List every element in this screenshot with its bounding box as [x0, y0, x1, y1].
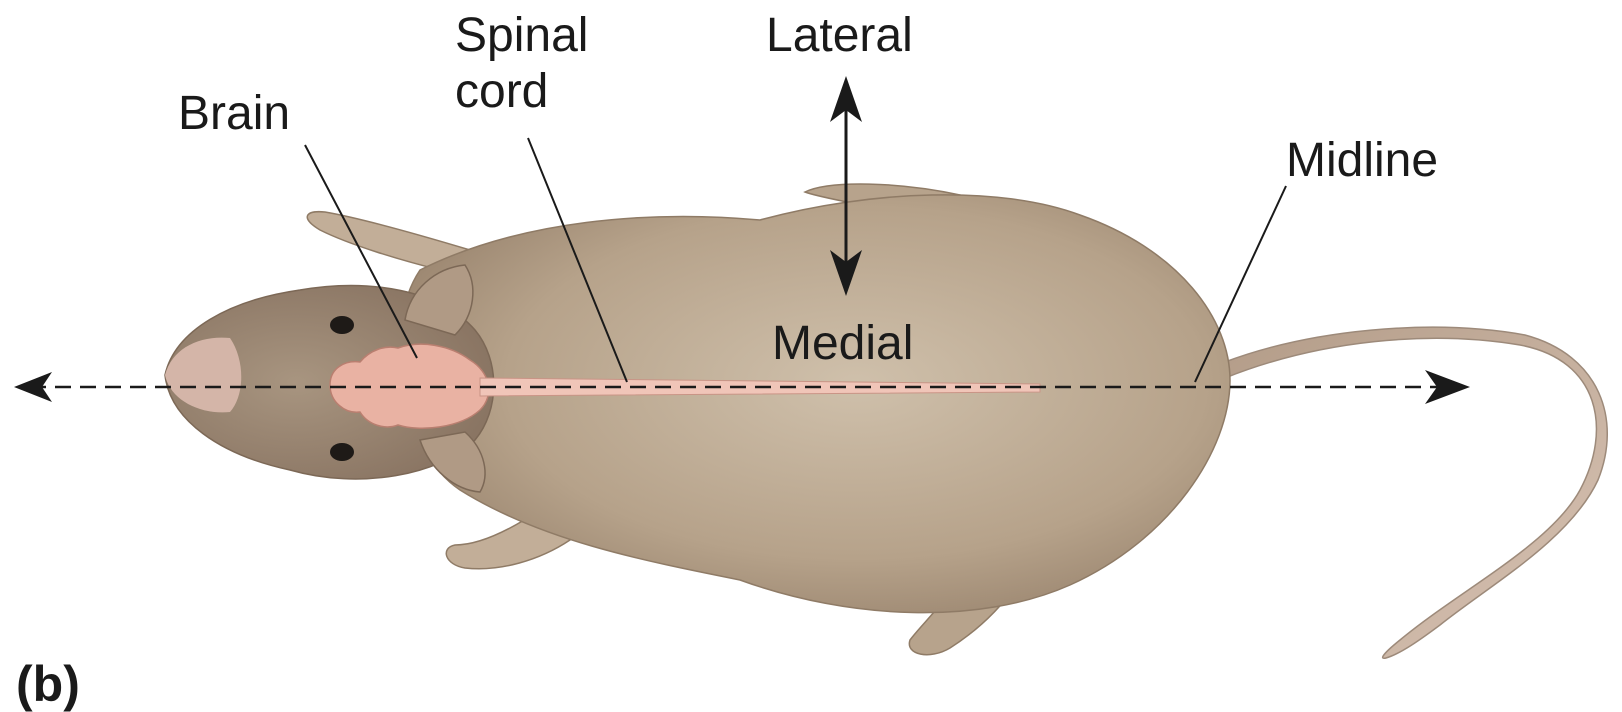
label-lateral: Lateral — [766, 10, 913, 62]
eye-bottom — [330, 443, 354, 461]
label-brain: Brain — [178, 88, 290, 140]
label-spinal-cord: Spinal cord — [455, 8, 588, 120]
label-spinal-cord-line1: Spinal — [455, 8, 588, 64]
midline-arrowhead-left — [14, 372, 52, 402]
eye-top — [330, 316, 354, 334]
rat-tail — [1225, 327, 1607, 658]
label-midline: Midline — [1286, 135, 1438, 187]
label-medial: Medial — [772, 318, 913, 370]
panel-label: (b) — [16, 658, 80, 710]
label-spinal-cord-line2: cord — [455, 64, 588, 120]
